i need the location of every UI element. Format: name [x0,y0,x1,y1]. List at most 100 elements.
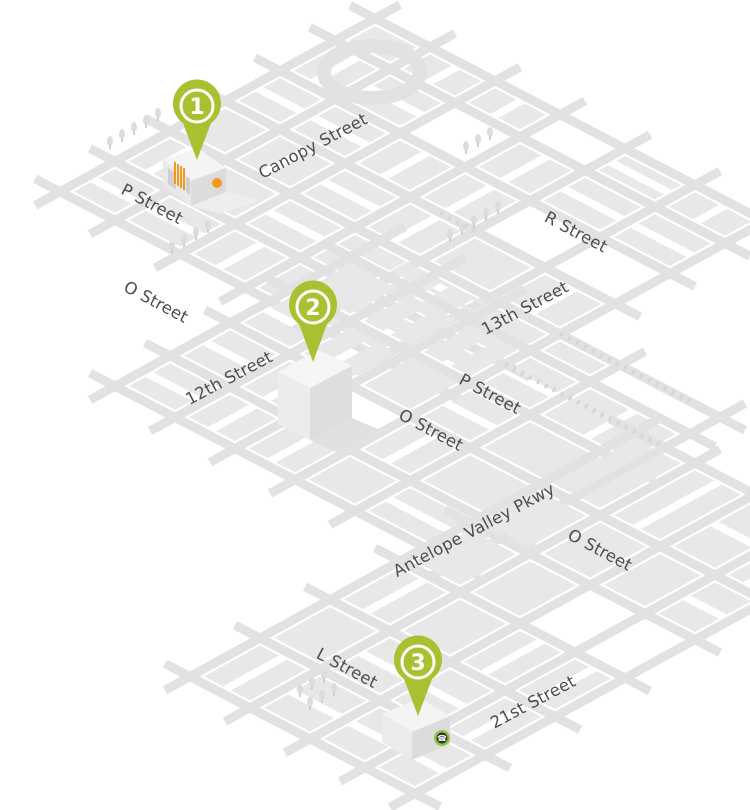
tree-icon [307,697,313,710]
city-block [614,470,714,525]
tree-icon [205,220,211,233]
road [610,419,750,562]
city-block [184,345,249,380]
city-block [424,174,487,209]
city-block [334,655,404,694]
city-block [153,197,221,234]
city-block [604,553,701,607]
city-block [498,103,546,130]
city-block [541,671,611,710]
city-block [189,394,249,428]
city-block [568,177,641,217]
tree-icon [459,222,465,235]
road [165,418,660,690]
city-block [231,659,306,701]
city-block [414,530,516,585]
map-pin-icon [394,635,443,716]
tree-icon [143,115,149,128]
city-block [691,582,750,615]
phone-icon [212,178,222,188]
marker-number: 3 [410,651,425,676]
city-block [599,165,664,200]
city-block [328,170,396,207]
city-block [451,340,516,377]
tree-icon [321,670,327,683]
city-block [393,488,496,542]
road [90,33,455,234]
city-block [364,247,399,267]
road [255,58,695,287]
tree-icon [331,683,337,696]
city-block [216,408,276,442]
city-block [433,69,481,96]
city-block [129,211,197,247]
city-block [379,754,439,787]
city-block [364,359,456,410]
city-block [554,439,654,494]
city-block [309,456,396,504]
city-block [426,669,491,705]
road [90,227,405,400]
road [515,471,750,614]
city-block [371,582,446,624]
city-block [471,709,541,748]
city-block [129,138,187,170]
marker-2[interactable]: 2 [289,280,337,362]
city-block [488,643,561,684]
road [305,587,580,730]
city-block [273,201,341,237]
marker-number: 2 [305,296,320,321]
marker-3[interactable]: 3 [394,635,443,716]
tree-icon [107,136,113,149]
tree-icon [487,127,493,140]
city-block [264,694,334,732]
city-block [484,372,549,408]
road-connector [435,210,475,231]
city-block [474,561,576,617]
tree-icon [297,684,303,697]
building-3: ☎ [382,698,450,760]
city-block [194,231,257,266]
city-block [479,144,542,178]
road [270,320,585,493]
tree-icon [131,122,137,135]
city-block [544,191,617,230]
city-block [434,238,531,291]
city-block [369,501,472,556]
road-connector [560,334,690,402]
city-block [718,501,750,544]
road [390,535,750,807]
city-block [364,295,429,331]
marker-number: 1 [189,95,204,120]
city-block [536,291,601,327]
city-block [424,285,474,312]
city-block [249,214,317,251]
city-block [511,357,576,393]
city-block [263,78,321,109]
marker-1[interactable]: 1 [173,79,221,160]
city-block [519,659,589,698]
tree-icon [483,208,489,221]
tree-icon [319,690,325,703]
city-block [304,184,372,220]
orange-stripes [174,162,185,190]
road [165,664,440,807]
svg-text:☎: ☎ [437,734,447,743]
city-block [268,152,331,187]
city-block [276,439,336,473]
tree-icon [447,229,453,242]
city-block [204,645,279,687]
city-block [449,698,519,737]
road [285,480,750,752]
tree-icon [169,241,175,254]
city-block [701,208,750,236]
road [155,67,520,268]
road [375,548,650,691]
city-block [153,363,216,397]
city-block [369,204,432,239]
road [225,449,720,721]
road-connector [505,364,665,447]
tree-icon [309,677,315,690]
